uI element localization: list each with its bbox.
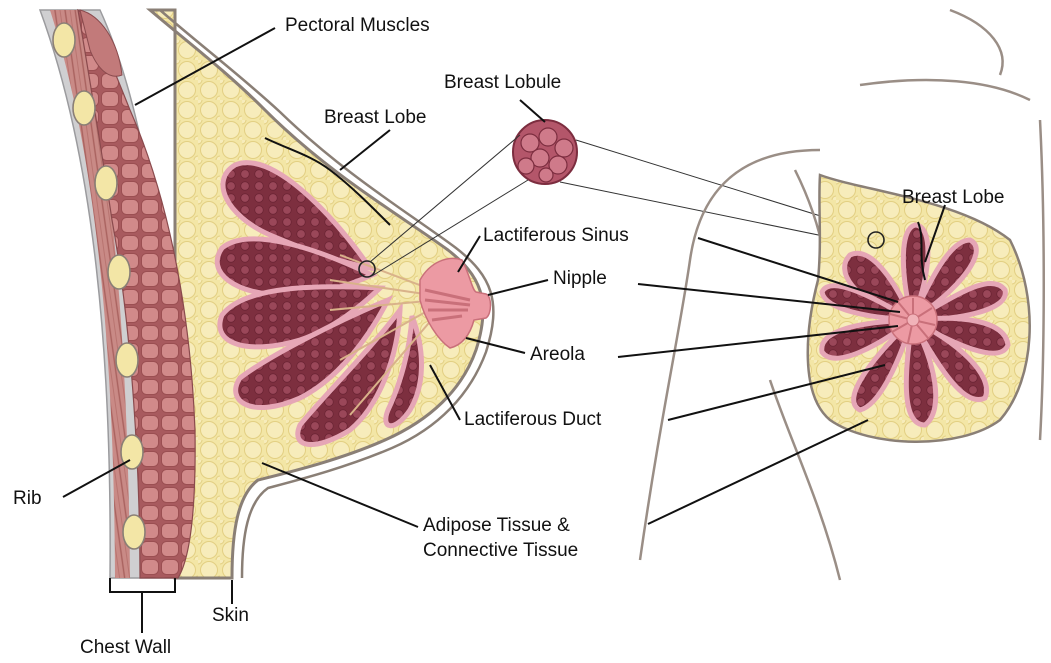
shoulder-curve xyxy=(950,10,1003,75)
label-adipose-line2: Connective Tissue xyxy=(423,540,578,562)
label-lactiferous-sinus: Lactiferous Sinus xyxy=(483,225,629,247)
rib xyxy=(108,255,130,289)
rib xyxy=(116,343,138,377)
shoulder-line xyxy=(860,80,1030,100)
sagittal-view xyxy=(40,10,493,578)
rib xyxy=(123,515,145,549)
rib xyxy=(73,91,95,125)
body-outline-left xyxy=(640,150,820,560)
breast-frontal xyxy=(808,175,1030,442)
label-adipose-line1: Adipose Tissue & xyxy=(423,515,570,537)
label-breast-lobe-left: Breast Lobe xyxy=(324,107,426,129)
label-nipple: Nipple xyxy=(553,268,607,290)
label-breast-lobe-right: Breast Lobe xyxy=(902,187,1004,209)
nipple-frontal xyxy=(907,314,919,326)
label-rib: Rib xyxy=(13,488,42,510)
rib xyxy=(53,23,75,57)
label-lactiferous-duct: Lactiferous Duct xyxy=(464,409,601,431)
torso-right xyxy=(1040,120,1044,440)
label-pectoral-muscles: Pectoral Muscles xyxy=(285,15,430,37)
label-areola: Areola xyxy=(530,344,585,366)
label-chest-wall: Chest Wall xyxy=(80,637,171,659)
label-skin: Skin xyxy=(212,605,249,627)
rib xyxy=(95,166,117,200)
label-breast-lobule: Breast Lobule xyxy=(444,72,561,94)
